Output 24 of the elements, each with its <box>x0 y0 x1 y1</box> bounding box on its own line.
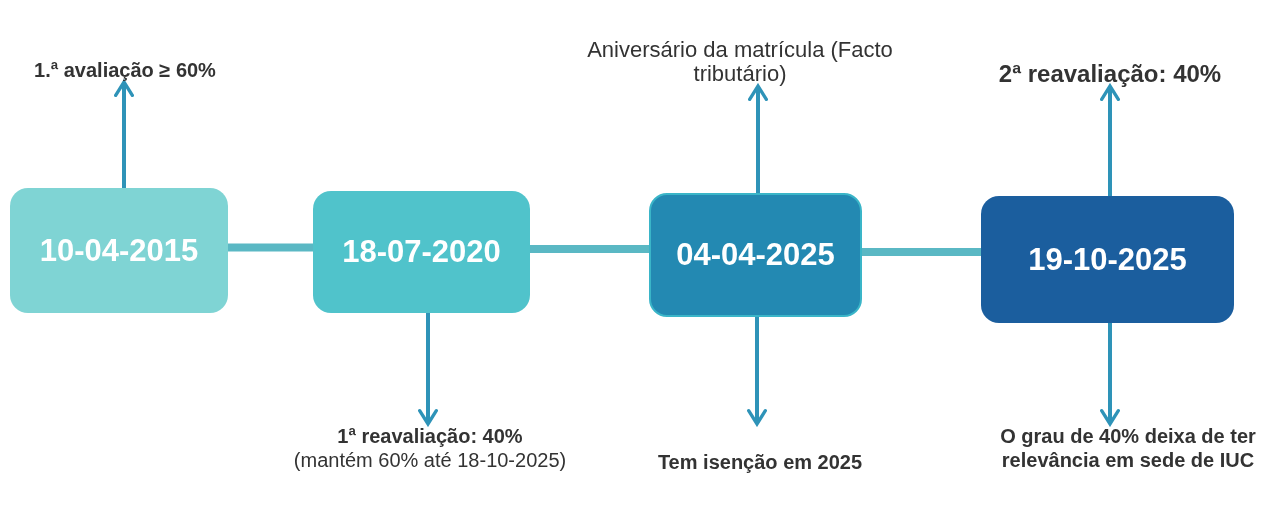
timeline-connector <box>862 248 981 256</box>
timeline-connector <box>530 245 649 253</box>
arrow <box>747 317 767 426</box>
arrow <box>114 80 134 188</box>
date-label: 10-04-2015 <box>39 232 199 269</box>
timeline-connector <box>228 243 313 252</box>
event-text: Aniversário da matrícula (Facto tributário) <box>586 38 894 86</box>
event-text: 1ª reavaliação: 40% <box>337 424 523 448</box>
arrow <box>418 313 438 426</box>
date-box <box>981 196 1234 323</box>
event-text: 1.ª avaliação ≥ 60% <box>34 58 216 82</box>
event-text: 2ª reavaliação: 40% <box>998 62 1222 86</box>
date-label: 04-04-2025 <box>676 237 835 273</box>
arrow <box>1100 84 1120 196</box>
event-text: (mantém 60% até 18-10-2025) <box>293 448 567 472</box>
date-label: 19-10-2025 <box>1028 241 1187 278</box>
arrow <box>1100 323 1120 426</box>
date-box <box>10 188 228 313</box>
event-text: O grau de 40% deixa de ter relevância em sede de IUC <box>999 424 1257 472</box>
date-box <box>649 193 862 317</box>
arrow <box>748 84 768 193</box>
event-text: Tem isenção em 2025 <box>657 450 863 474</box>
date-label: 18-07-2020 <box>342 234 501 270</box>
date-box <box>313 191 530 313</box>
